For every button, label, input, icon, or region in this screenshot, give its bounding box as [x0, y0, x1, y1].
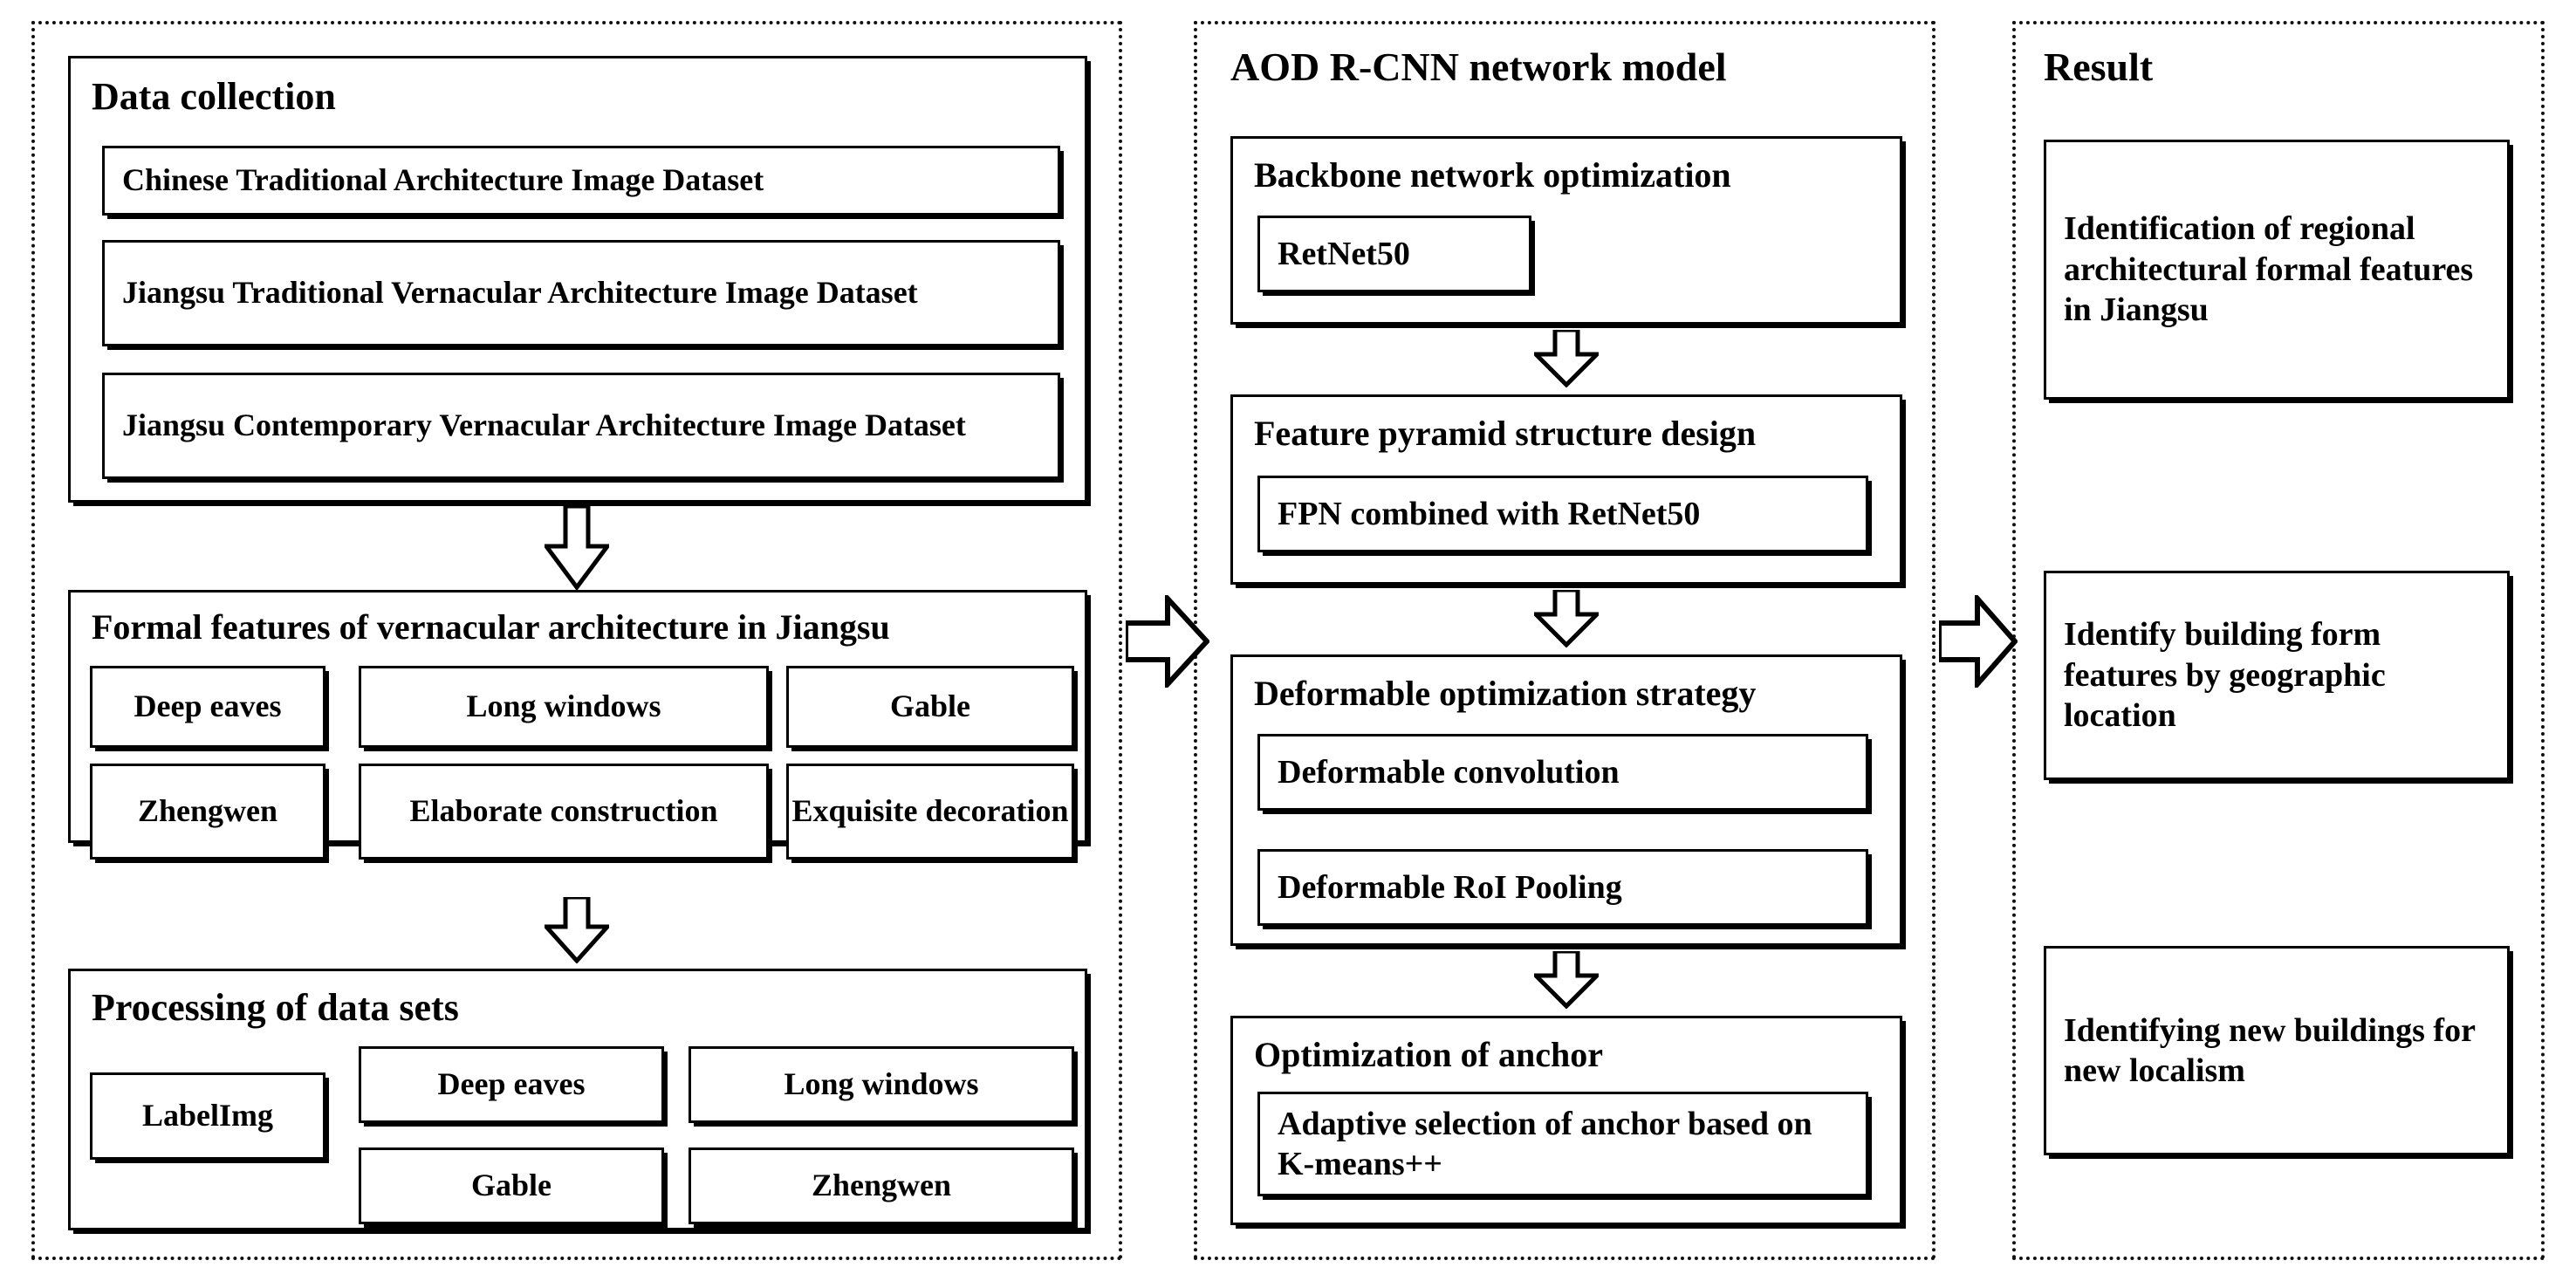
group-title-processing: Processing of data sets: [92, 986, 459, 1029]
arrow-down-2: [545, 897, 609, 963]
stage-feature-pyramid-structure-design: Feature pyramid structure design FPN com…: [1230, 394, 1902, 585]
processed-class-box-gable: Gable: [359, 1147, 664, 1224]
processed-class-box-long-windows: Long windows: [689, 1046, 1074, 1123]
feature-label-zhengwen: Zhengwen: [137, 793, 278, 829]
feature-label-exquisite-decoration: Exquisite decoration: [791, 793, 1069, 829]
feature-label-long-windows: Long windows: [466, 688, 661, 724]
stage-deformable-optimization-strategy: Deformable optimization strategy Deforma…: [1230, 654, 1902, 946]
group-title-formal-features: Formal features of vernacular architectu…: [92, 607, 890, 647]
column-data-collection: Data collection Chinese Traditional Arch…: [31, 21, 1122, 1260]
stage-title-feature-pyramid: Feature pyramid structure design: [1254, 414, 1757, 453]
stage-title-anchor: Optimization of anchor: [1254, 1035, 1603, 1074]
column-result: Result Identification of regional archit…: [2012, 21, 2545, 1260]
processed-class-label-zhengwen: Zhengwen: [811, 1168, 952, 1203]
feature-box-zhengwen: Zhengwen: [90, 764, 325, 860]
result-box-1: Identification of regional architectural…: [2044, 140, 2510, 400]
stage-item-label-deformable-convolution: Deformable convolution: [1278, 753, 1620, 791]
feature-label-deep-eaves: Deep eaves: [134, 688, 282, 724]
dataset-label-1: Chinese Traditional Architecture Image D…: [122, 162, 764, 198]
dataset-box-2: Jiangsu Traditional Vernacular Architect…: [102, 240, 1060, 346]
arrow-down-model-3: [1534, 951, 1599, 1009]
stage-item-label-retnet50: RetNet50: [1278, 235, 1410, 272]
result-label-1: Identification of regional architectural…: [2064, 210, 2474, 329]
processed-class-box-deep-eaves: Deep eaves: [359, 1046, 664, 1123]
processed-class-label-gable: Gable: [470, 1168, 552, 1203]
group-data-collection: Data collection Chinese Traditional Arch…: [68, 56, 1087, 503]
stage-item-label-fpn-retnet50: FPN combined with RetNet50: [1278, 495, 1701, 532]
result-label-2: Identify building form features by geogr…: [2064, 616, 2386, 735]
feature-box-exquisite-decoration: Exquisite decoration: [786, 764, 1074, 860]
feature-box-long-windows: Long windows: [359, 666, 769, 748]
group-formal-features: Formal features of vernacular architectu…: [68, 590, 1087, 860]
stage-title-deformable: Deformable optimization strategy: [1254, 674, 1757, 713]
stage-item-retnet50: RetNet50: [1257, 216, 1531, 292]
feature-box-elaborate-construction: Elaborate construction: [359, 764, 769, 860]
processed-class-label-deep-eaves: Deep eaves: [437, 1066, 586, 1102]
stage-backbone-network-optimization: Backbone network optimization RetNet50: [1230, 136, 1902, 325]
feature-box-deep-eaves: Deep eaves: [90, 666, 325, 748]
group-title-data-collection: Data collection: [92, 75, 336, 118]
arrow-down-1: [545, 506, 609, 590]
column-title-model: AOD R-CNN network model: [1230, 45, 1727, 89]
column-model: AOD R-CNN network model Backbone network…: [1194, 21, 1935, 1260]
arrow-right-model-to-result: [1939, 595, 2018, 688]
feature-label-elaborate-construction: Elaborate construction: [409, 793, 718, 829]
arrow-down-model-2: [1534, 590, 1599, 647]
arrow-down-model-1: [1534, 330, 1599, 387]
result-box-3: Identifying new buildings for new locali…: [2044, 946, 2510, 1155]
dataset-box-3: Jiangsu Contemporary Vernacular Architec…: [102, 373, 1060, 479]
stage-item-label-adaptive-anchor-kmeans: Adaptive selection of anchor based on K-…: [1278, 1105, 1812, 1182]
result-box-2: Identify building form features by geogr…: [2044, 571, 2510, 780]
stage-item-deformable-convolution: Deformable convolution: [1257, 734, 1868, 811]
dataset-label-2: Jiangsu Traditional Vernacular Architect…: [122, 275, 918, 311]
stage-item-deformable-roi-pooling: Deformable RoI Pooling: [1257, 849, 1868, 926]
dataset-label-3: Jiangsu Contemporary Vernacular Architec…: [122, 408, 966, 443]
feature-label-gable: Gable: [889, 688, 970, 724]
stage-item-fpn-retnet50: FPN combined with RetNet50: [1257, 476, 1868, 552]
stage-item-label-deformable-roi-pooling: Deformable RoI Pooling: [1278, 868, 1622, 906]
stage-title-backbone: Backbone network optimization: [1254, 155, 1731, 195]
arrow-right-data-to-model: [1126, 595, 1209, 688]
tool-label-labelimg: LabelImg: [141, 1098, 273, 1134]
processed-class-label-long-windows: Long windows: [784, 1066, 979, 1102]
column-title-result: Result: [2044, 45, 2154, 89]
stage-optimization-of-anchor: Optimization of anchor Adaptive selectio…: [1230, 1016, 1902, 1225]
dataset-box-1: Chinese Traditional Architecture Image D…: [102, 146, 1060, 216]
tool-box-labelimg: LabelImg: [90, 1072, 325, 1160]
group-processing-of-data-sets: Processing of data sets LabelImg Deep ea…: [68, 969, 1087, 1230]
feature-box-gable: Gable: [786, 666, 1074, 748]
result-label-3: Identifying new buildings for new locali…: [2064, 1011, 2476, 1089]
processed-class-box-zhengwen: Zhengwen: [689, 1147, 1074, 1224]
stage-item-adaptive-anchor-kmeans: Adaptive selection of anchor based on K-…: [1257, 1092, 1868, 1196]
